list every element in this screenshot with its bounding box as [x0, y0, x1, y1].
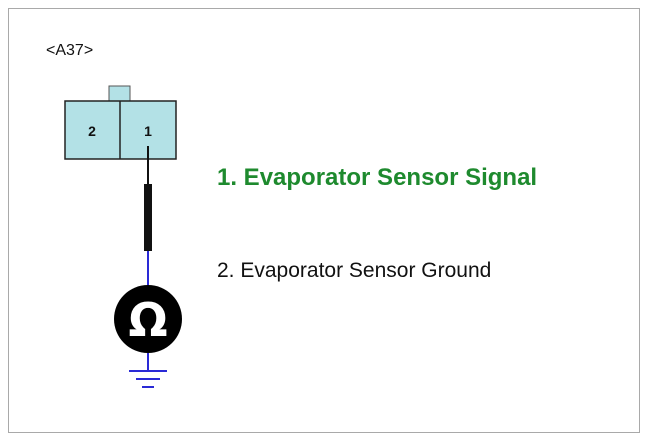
ohm-symbol: Ω — [128, 293, 167, 347]
connector-a37: 2 1 — [64, 100, 177, 160]
legend-signal: 1. Evaporator Sensor Signal — [217, 164, 538, 191]
ohm-resistance-icon — [114, 285, 182, 353]
connector-id-label: <A37> — [46, 42, 94, 59]
connector-latch — [108, 85, 131, 102]
ground-icon — [129, 370, 167, 388]
legend-ground: 2. Evaporator Sensor Ground — [217, 259, 492, 282]
diagram-frame — [8, 8, 640, 433]
pin-number-1: 1 — [144, 123, 152, 139]
evaporator-sensor: Ω — [114, 285, 182, 353]
pin-number-2: 2 — [88, 123, 96, 139]
signal-wire-harness — [144, 184, 152, 251]
